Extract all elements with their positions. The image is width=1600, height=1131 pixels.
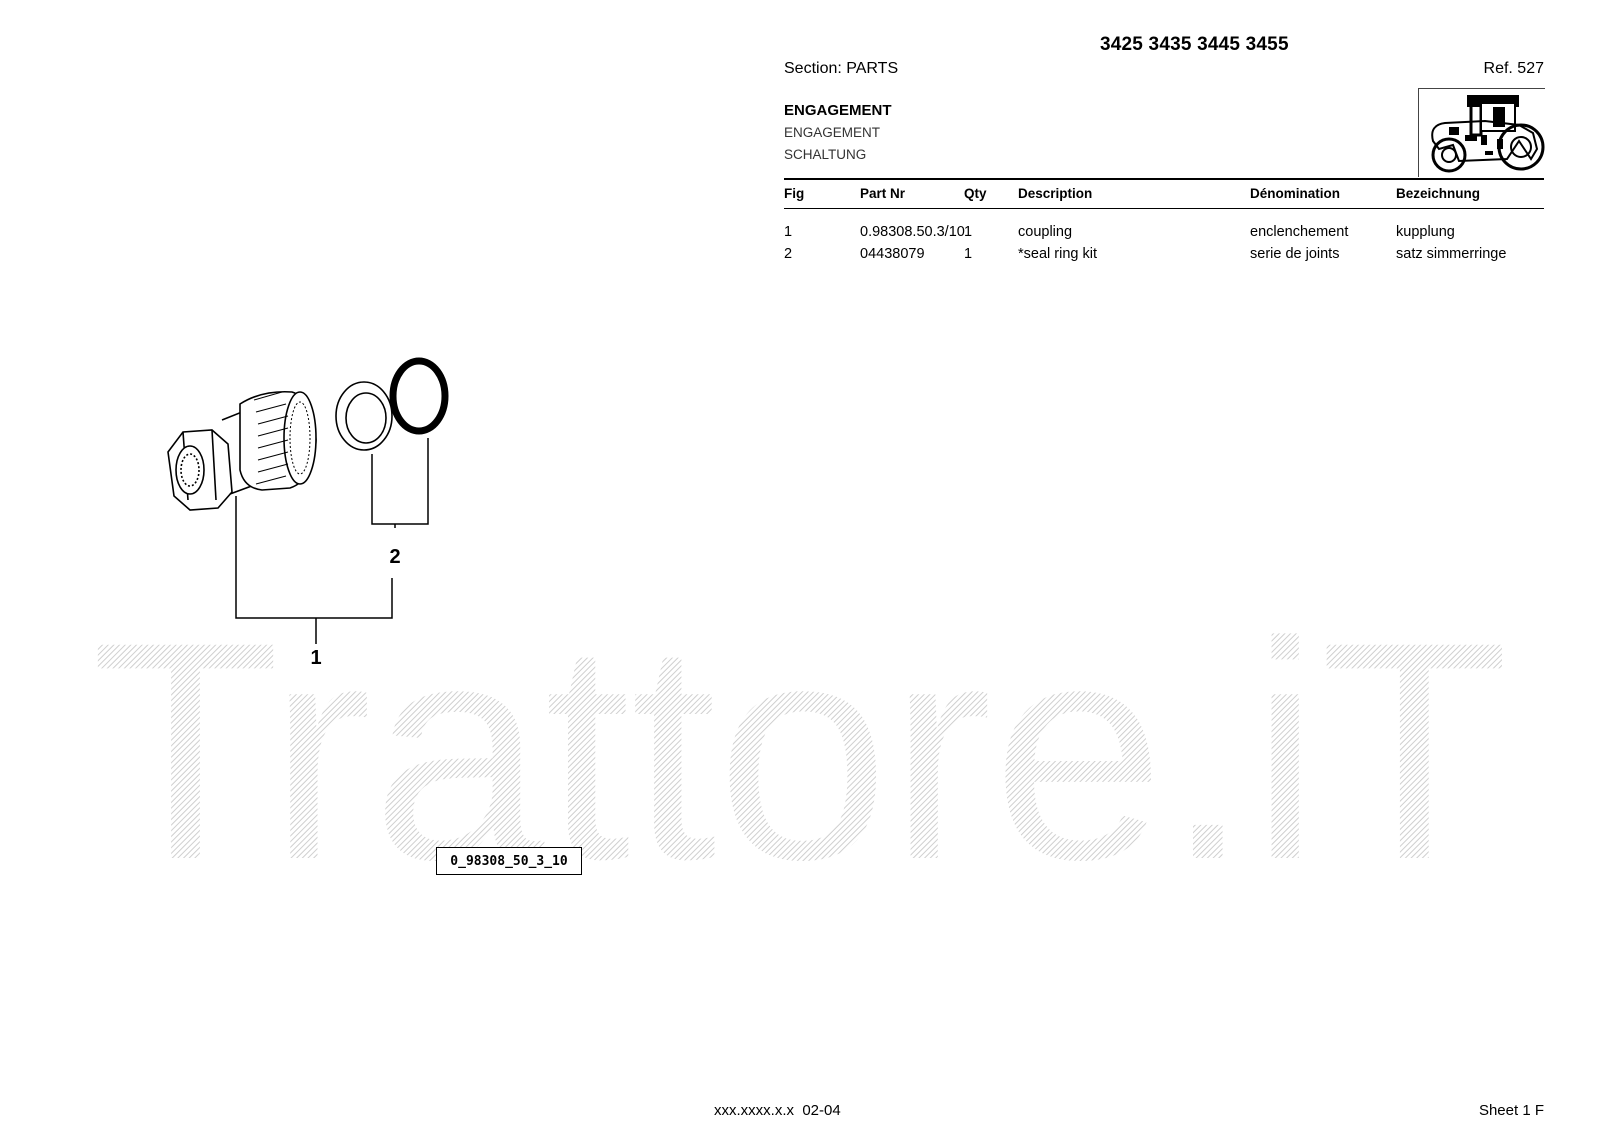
section-label: Section: PARTS (784, 60, 899, 77)
table-top-rule (784, 178, 1544, 180)
tractor-thumbnail-icon (1418, 88, 1545, 177)
callout-2: 2 (389, 546, 400, 568)
cell-qty: 1 (964, 246, 973, 262)
group-title-de: SCHALTUNG (784, 147, 867, 162)
cell-part-nr: 0.98308.50.3/10 (860, 224, 965, 240)
callout-leaders (235, 438, 429, 644)
cell-fig: 2 (784, 246, 793, 262)
cell-description: coupling (1018, 224, 1073, 240)
column-header-bezeichnung: Bezeichnung (1396, 186, 1481, 201)
cell-qty: 1 (964, 224, 973, 240)
reference-number: Ref. 527 (1483, 60, 1544, 77)
sheet-number: Sheet 1 F (1478, 1102, 1544, 1119)
cell-bezeichnung: satz simmerringe (1396, 246, 1507, 262)
cell-denomination: serie de joints (1250, 246, 1340, 262)
table-header-rule (784, 208, 1544, 209)
group-title: ENGAGEMENT (784, 102, 892, 119)
o-ring-part (389, 357, 449, 435)
model-numbers: 3425 3435 3445 3455 (1100, 34, 1289, 55)
cell-description: *seal ring kit (1018, 246, 1097, 262)
figure-id-label: 0_98308_50_3_10 (436, 847, 582, 875)
cell-part-nr: 04438079 (860, 246, 925, 262)
watermark-text: Trattore.iT (91, 577, 1509, 924)
column-header-qty: Qty (964, 186, 987, 201)
cell-fig: 1 (784, 224, 793, 240)
footer-code: xxx.xxxx.x.x 02-04 (714, 1102, 841, 1119)
cell-denomination: enclenchement (1250, 224, 1349, 240)
cell-bezeichnung: kupplung (1396, 224, 1455, 240)
coupling-part (167, 390, 317, 511)
callout-1: 1 (310, 647, 321, 669)
group-title-fr: ENGAGEMENT (784, 125, 881, 140)
column-header-denomination: Dénomination (1250, 186, 1340, 201)
washer-part (335, 381, 393, 451)
column-header-fig: Fig (784, 186, 805, 201)
column-header-description: Description (1018, 186, 1093, 201)
column-header-part-nr: Part Nr (860, 186, 906, 201)
